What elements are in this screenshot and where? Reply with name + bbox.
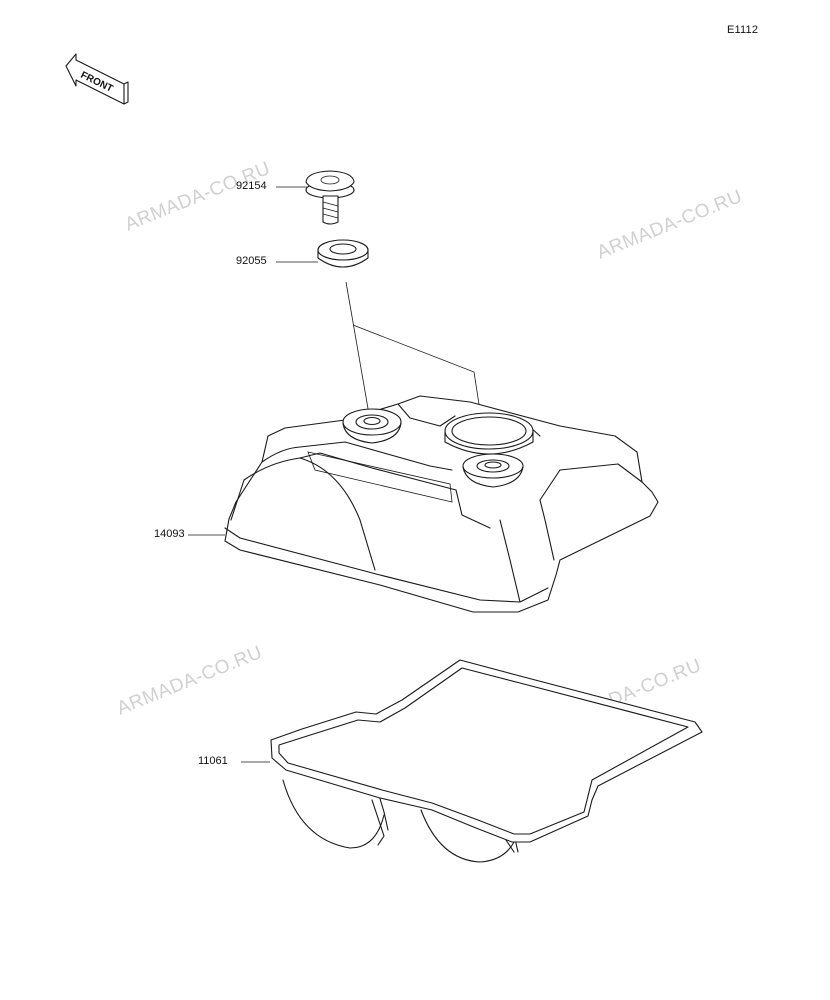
front-arrow-icon: FRONT <box>65 53 129 105</box>
bolt-icon <box>305 170 355 225</box>
part-number-14093[interactable]: 14093 <box>154 528 185 540</box>
cylinder-head-cover-icon <box>224 395 659 613</box>
part-number-11061[interactable]: 11061 <box>198 755 228 767</box>
part-number-92154[interactable]: 92154 <box>236 180 267 192</box>
part-number-92055[interactable]: 92055 <box>236 255 267 267</box>
diagram-code: E1112 <box>727 24 759 36</box>
guide-line <box>345 281 371 421</box>
washer-icon <box>317 239 369 268</box>
gasket-icon <box>270 659 703 863</box>
